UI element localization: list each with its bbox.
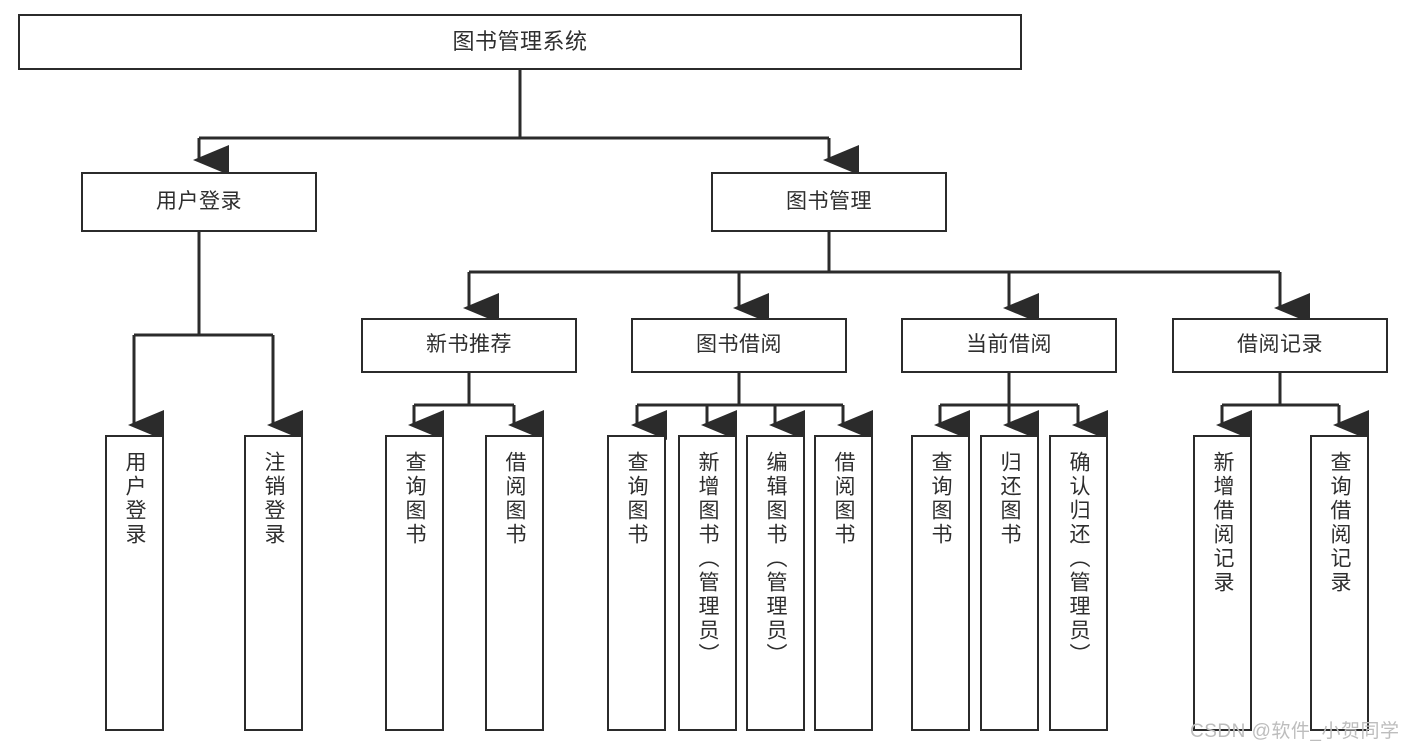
node-label: 确认归还（管理员） [1067,451,1090,667]
node-label: 图书管理系统 [452,29,588,55]
node-new-book-recommendation[interactable]: 新书推荐 [361,318,577,373]
node-label: 查询借阅记录 [1328,451,1351,595]
node-label: 用户登录 [156,189,242,213]
leaf-borrow-books[interactable]: 借阅图书 [814,435,873,731]
leaf-query-books-borrow[interactable]: 查询图书 [607,435,666,731]
leaf-borrow-books-recommend[interactable]: 借阅图书 [485,435,544,731]
leaf-user-login[interactable]: 用户登录 [105,435,164,731]
csdn-watermark: CSDN @软件_小贺同学 [1190,721,1400,742]
node-label: 查询图书 [403,451,426,547]
leaf-query-books-current[interactable]: 查询图书 [911,435,970,731]
node-label: 注销登录 [262,451,285,547]
node-label: 借阅图书 [503,451,526,547]
node-label: 新书推荐 [426,333,512,357]
leaf-logout[interactable]: 注销登录 [244,435,303,731]
node-label: 归还图书 [998,451,1021,547]
node-label: 当前借阅 [966,333,1052,357]
leaf-query-books-recommend[interactable]: 查询图书 [385,435,444,731]
node-label: 查询图书 [625,451,648,547]
node-label: 用户登录 [123,451,146,547]
leaf-edit-book-admin[interactable]: 编辑图书（管理员） [746,435,805,731]
node-label: 新增图书（管理员） [696,451,719,667]
leaf-return-books[interactable]: 归还图书 [980,435,1039,731]
node-borrowing-records[interactable]: 借阅记录 [1172,318,1388,373]
node-current-borrowing[interactable]: 当前借阅 [901,318,1117,373]
node-book-management[interactable]: 图书管理 [711,172,947,232]
leaf-confirm-return-admin[interactable]: 确认归还（管理员） [1049,435,1108,731]
node-label: 新增借阅记录 [1211,451,1234,595]
leaf-add-book-admin[interactable]: 新增图书（管理员） [678,435,737,731]
node-label: 查询图书 [929,451,952,547]
leaf-query-borrow-record[interactable]: 查询借阅记录 [1310,435,1369,731]
leaf-add-borrow-record[interactable]: 新增借阅记录 [1193,435,1252,731]
node-user-login[interactable]: 用户登录 [81,172,317,232]
node-label: 借阅图书 [832,451,855,547]
node-label: 编辑图书（管理员） [764,451,787,667]
node-label: 借阅记录 [1237,333,1323,357]
node-label: 图书管理 [786,189,872,213]
node-label: 图书借阅 [696,333,782,357]
node-root-book-management-system[interactable]: 图书管理系统 [18,14,1022,70]
node-book-borrowing[interactable]: 图书借阅 [631,318,847,373]
